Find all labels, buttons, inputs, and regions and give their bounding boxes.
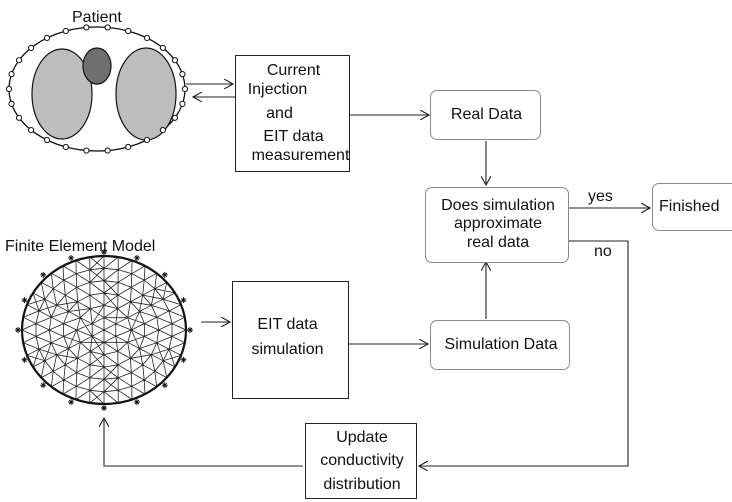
electrode-dot	[143, 34, 151, 42]
right-lung	[115, 47, 177, 141]
electrode-dot	[28, 127, 35, 134]
fem-electrode-marker	[40, 271, 47, 278]
electrode-dot	[179, 71, 186, 78]
electrode-dot	[171, 114, 179, 121]
measurement-line-4: EIT data	[263, 128, 324, 145]
measurement-line-2: Injection	[247, 81, 308, 98]
electrode-dot	[15, 57, 23, 64]
fem-mesh-drawing	[15, 249, 193, 411]
patient-drawing	[5, 24, 189, 154]
fem-electrode-marker	[180, 356, 187, 363]
fem-electrode-marker	[133, 254, 140, 261]
fem-electrode-marker	[180, 297, 187, 304]
update-box: Update conductivity distribution	[305, 423, 417, 499]
measurement-line-3: and	[266, 105, 293, 122]
fem-electrode-marker	[68, 254, 75, 261]
fem-electrode-marker	[21, 297, 28, 304]
electrode-dot	[179, 100, 186, 107]
electrode-dot	[125, 143, 132, 151]
electrode-dot	[28, 44, 35, 51]
fem-electrode-marker	[21, 356, 28, 363]
update-line-1: Update	[336, 429, 388, 446]
fem-electrode-marker	[68, 399, 75, 406]
update-line-2: conductivity	[320, 452, 404, 469]
fem-electrode-marker	[187, 327, 193, 333]
arrow-decision-to-update	[419, 240, 629, 466]
yes-label: yes	[588, 188, 613, 205]
simulation-data-label: Simulation Data	[444, 336, 558, 353]
finished-label: Finished	[659, 198, 720, 215]
finished-box: Finished	[652, 183, 732, 231]
simulation-line-1: EIT data	[257, 316, 318, 333]
no-label: no	[594, 243, 612, 260]
electrode-dot	[62, 143, 69, 151]
fem-electrode-marker	[161, 271, 168, 278]
measurement-box: Current Injection and EIT data measureme…	[235, 55, 350, 172]
simulation-data-box: Simulation Data	[430, 320, 570, 370]
electrode-dot	[83, 24, 90, 31]
electrode-dot	[171, 57, 179, 64]
measurement-line-1: Current	[266, 62, 321, 79]
electrode-dot	[143, 136, 151, 144]
electrode-dot	[62, 27, 69, 35]
simulation-box: EIT data simulation	[232, 281, 349, 399]
decision-line-1: Does simulation	[441, 197, 555, 214]
electrode-dot	[43, 136, 51, 144]
connectors	[104, 84, 650, 466]
electrode-dot	[15, 114, 23, 121]
electrode-dot	[181, 85, 189, 93]
update-line-3: distribution	[323, 476, 401, 493]
electrode-dot	[104, 147, 111, 154]
fem-title: Finite Element Model	[5, 238, 156, 255]
electrode-dot	[104, 24, 111, 31]
fem-electrode-markers	[15, 249, 193, 411]
measurement-line-5: measurement	[251, 147, 350, 164]
heart	[82, 47, 112, 85]
electrode-dot	[8, 71, 15, 78]
decision-line-2: approximate	[453, 215, 543, 232]
fem-electrode-marker	[101, 249, 107, 255]
left-lung	[31, 48, 93, 140]
electrode-dot	[83, 147, 90, 154]
electrode-dot	[43, 34, 51, 42]
patient-electrodes	[5, 24, 189, 154]
simulation-line-2: simulation	[251, 341, 324, 358]
electrode-dot	[5, 85, 13, 93]
decision-box: Does simulation approximate real data	[425, 187, 569, 263]
fem-electrode-marker	[161, 382, 168, 389]
decision-line-3: real data	[466, 234, 530, 251]
patient-title: Patient	[72, 9, 122, 26]
electrode-dot	[159, 127, 166, 134]
fem-electrode-marker	[101, 405, 107, 411]
arrow-update-to-mesh	[104, 418, 303, 467]
real-data-box: Real Data	[430, 90, 541, 140]
fem-mesh-outline	[20, 254, 188, 406]
electrode-dot	[159, 44, 166, 51]
fem-electrode-marker	[15, 327, 21, 333]
real-data-label: Real Data	[450, 106, 523, 123]
electrode-dot	[125, 27, 132, 35]
electrode-dot	[8, 100, 15, 107]
fem-electrode-marker	[40, 382, 47, 389]
fem-electrode-marker	[133, 399, 140, 406]
